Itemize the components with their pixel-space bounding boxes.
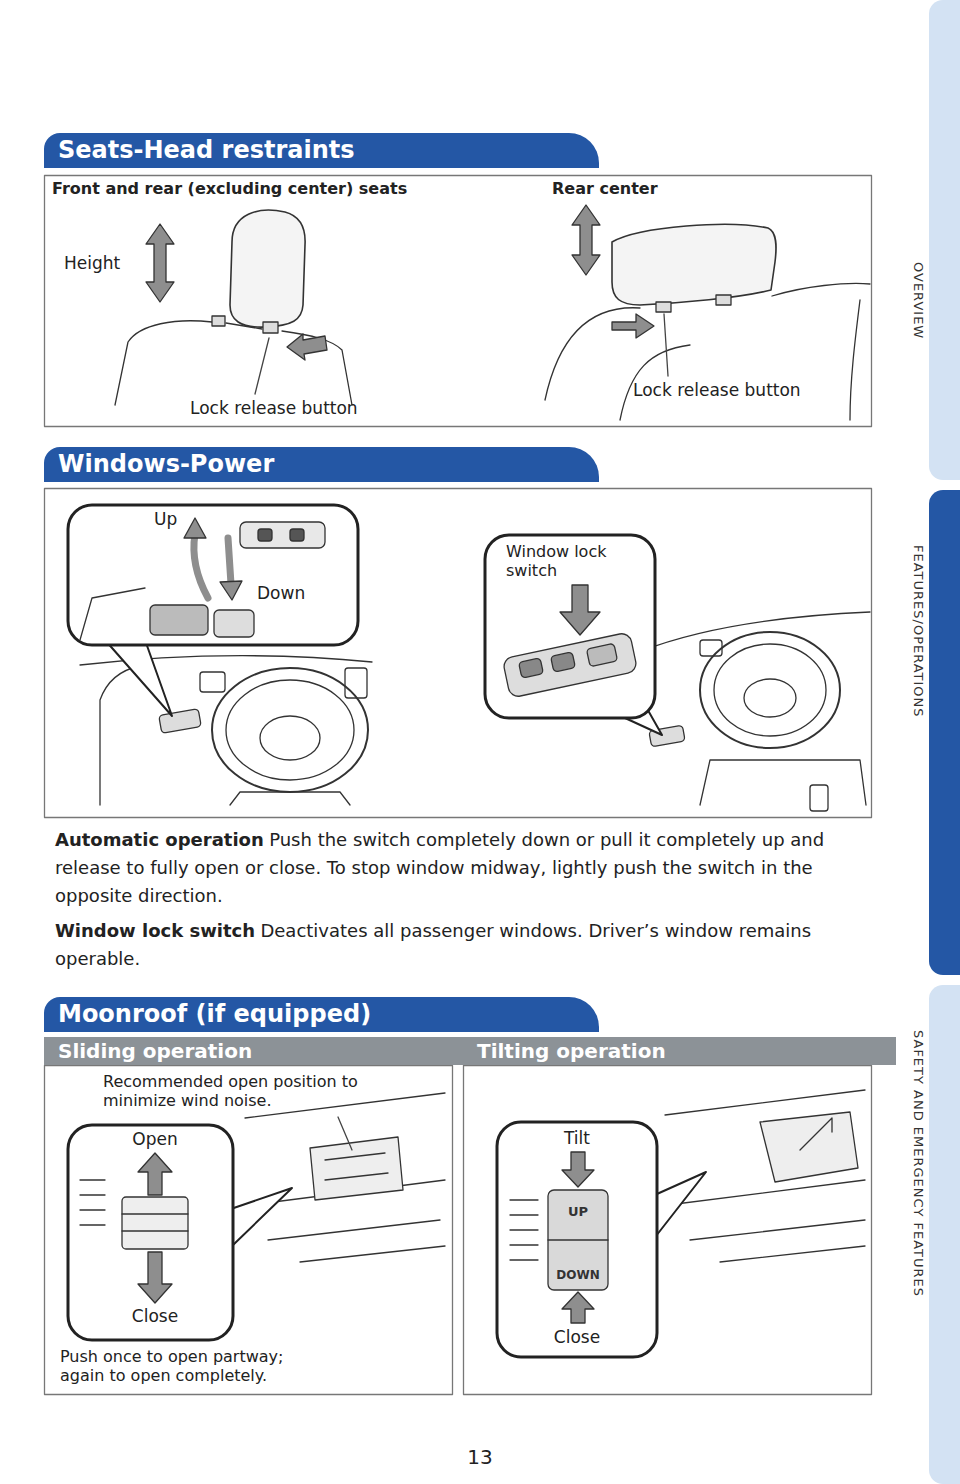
section-header-text: Windows-Power — [44, 447, 599, 482]
chapter-tab: SAFETY AND EMERGENCY FEATURES — [929, 985, 960, 1484]
section-header: Moonroof (if equipped) — [44, 997, 599, 1032]
panel-frame — [45, 1066, 453, 1395]
body-text: Deactivates all passenger windows. Drive… — [55, 920, 811, 969]
body-paragraph: Window lock switchDeactivates all passen… — [55, 917, 870, 973]
panel-heading: Front and rear (excluding center) seats — [52, 180, 407, 199]
callout-label: Up — [154, 509, 177, 529]
callout-label: Down — [257, 583, 305, 603]
panel-frame — [45, 176, 872, 427]
callout-label: Window lock switch — [506, 543, 628, 581]
subsection-header: Sliding operation — [44, 1037, 477, 1065]
panel-frame — [45, 489, 872, 818]
subsection-header: Tilting operation — [463, 1037, 896, 1065]
page-number: 13 — [467, 1446, 492, 1470]
body-text: Push the switch completely down or pull … — [55, 829, 824, 906]
driver-dashboard-figure — [68, 505, 372, 805]
tilting-switch-figure — [497, 1090, 865, 1357]
callout-label: Open — [132, 1129, 177, 1149]
rear-center-headrest-figure — [545, 205, 870, 420]
chapter-tab: FEATURES/OPERATIONS — [929, 490, 960, 975]
body-term: Automatic operation — [55, 829, 264, 850]
callout-label: Close — [554, 1327, 600, 1347]
callout-label: Tilt — [564, 1128, 590, 1148]
chapter-tab-text: SAFETY AND EMERGENCY FEATURES — [911, 1030, 926, 1297]
subsection-header-text: Sliding operation — [44, 1037, 477, 1065]
switch-label: DOWN — [556, 1268, 599, 1282]
front-headrest-figure — [115, 210, 352, 405]
body-paragraph: Automatic operationPush the switch compl… — [55, 826, 870, 910]
chapter-tab: OVERVIEW — [929, 0, 960, 480]
panel-heading: Rear center — [552, 180, 658, 199]
switch-label: UP — [568, 1204, 588, 1219]
body-term: Window lock switch — [55, 920, 255, 941]
chapter-tab-text: OVERVIEW — [911, 262, 926, 339]
section-header: Windows-Power — [44, 447, 599, 482]
panel-frame — [464, 1066, 872, 1395]
section-header-text: Moonroof (if equipped) — [44, 997, 599, 1032]
callout-label: Lock release button — [633, 380, 801, 400]
callout-label: Close — [132, 1306, 178, 1326]
subsection-header-text: Tilting operation — [463, 1037, 896, 1065]
sliding-switch-figure — [68, 1093, 445, 1340]
section-header: Seats-Head restraints — [44, 133, 599, 168]
callout-label: Height — [64, 253, 120, 273]
callout-note: Push once to open partway; again to open… — [60, 1348, 322, 1386]
chapter-tab-text: FEATURES/OPERATIONS — [911, 545, 926, 718]
section-header-text: Seats-Head restraints — [44, 133, 599, 168]
callout-label: Lock release button — [190, 398, 358, 418]
window-lock-dashboard-figure — [485, 535, 870, 811]
callout-note: Recommended open position to minimize wi… — [103, 1073, 371, 1111]
